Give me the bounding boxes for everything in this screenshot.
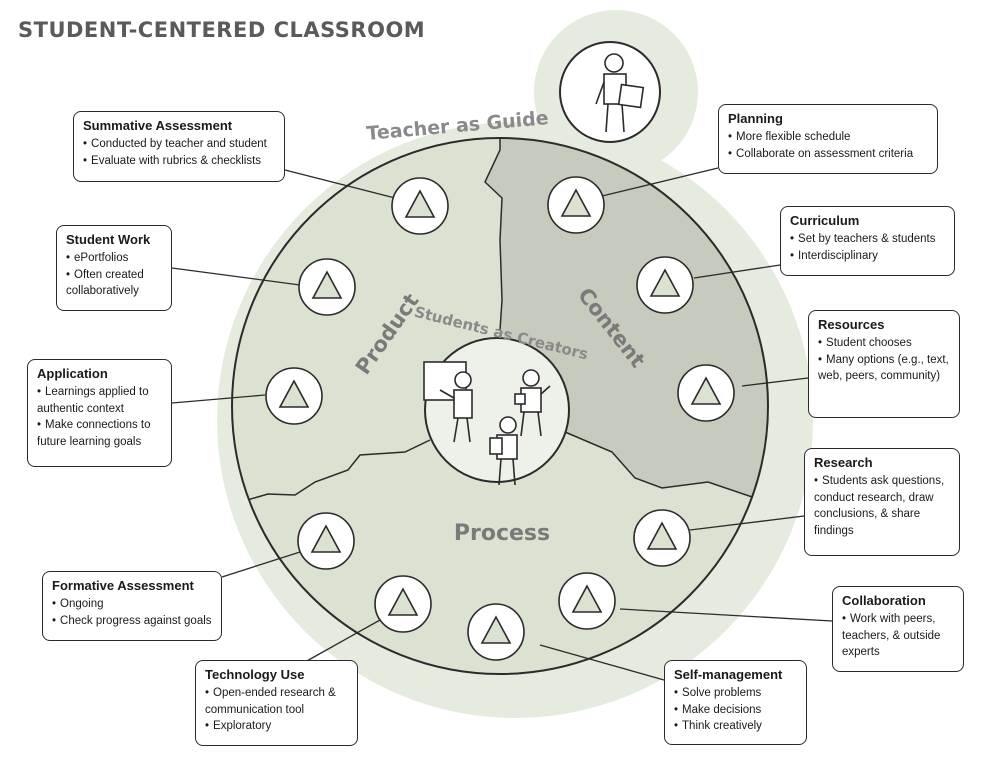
connector-application	[171, 394, 266, 404]
list-item: •Student chooses	[818, 337, 912, 349]
list-item: •Often created collaboratively	[66, 268, 144, 298]
process-label: Process	[454, 521, 550, 546]
list-item: •Work with peers, teachers, & outside ex…	[842, 613, 941, 658]
node-summative-triangle-icon	[391, 177, 449, 235]
list-item: •Make decisions	[674, 703, 762, 716]
node-resources-triangle-icon	[677, 364, 735, 422]
node-collaboration-triangle-icon	[558, 572, 616, 630]
box-heading: Summative Assessment	[83, 118, 233, 133]
box-heading: Student Work	[66, 232, 151, 247]
list-item: •Make connections to future learning goa…	[37, 419, 151, 448]
box-list: •Open-ended research & communication too…	[205, 685, 348, 735]
node-technology-triangle-icon	[374, 575, 432, 633]
list-item: •Conducted by teacher and student	[83, 138, 267, 150]
teacher-figure-icon	[595, 53, 645, 133]
student-figures-icon	[423, 361, 551, 486]
box-planning: Planning •More flexible schedule •Collab…	[718, 104, 938, 174]
box-list: •Set by teachers & students •Interdiscip…	[790, 231, 945, 264]
box-heading: Planning	[728, 111, 783, 126]
list-item: •Think creatively	[674, 720, 762, 732]
box-collaboration: Collaboration •Work with peers, teachers…	[832, 586, 964, 672]
node-self-management-triangle-icon	[467, 603, 525, 661]
box-list: •Students ask questions, conduct researc…	[814, 473, 950, 539]
inner-circle	[424, 337, 570, 483]
connector-formative	[221, 551, 301, 578]
box-formative-assessment: Formative Assessment •Ongoing •Check pro…	[42, 571, 222, 641]
box-heading: Technology Use	[205, 667, 305, 682]
product-process-divider	[232, 439, 431, 506]
box-heading: Resources	[818, 317, 885, 332]
connector-student-work	[171, 267, 301, 286]
box-summative-assessment: Summative Assessment •Conducted by teach…	[73, 111, 285, 182]
connector-collaboration	[619, 608, 833, 622]
box-list: •More flexible schedule •Collaborate on …	[728, 129, 928, 162]
connector-research	[689, 515, 805, 531]
box-student-work: Student Work •ePortfolios •Often created…	[56, 225, 172, 311]
box-heading: Curriculum	[790, 213, 860, 228]
page-title: STUDENT-CENTERED CLASSROOM	[18, 18, 426, 42]
list-item: •Interdisciplinary	[790, 249, 878, 262]
list-item: •Ongoing	[52, 598, 104, 610]
box-list: •Learnings applied to authentic context …	[37, 384, 162, 450]
box-list: •Work with peers, teachers, & outside ex…	[842, 611, 954, 661]
box-heading: Collaboration	[842, 593, 926, 608]
box-heading: Application	[37, 366, 108, 381]
node-research-triangle-icon	[633, 509, 691, 567]
box-curriculum: Curriculum •Set by teachers & students •…	[780, 206, 955, 276]
box-application: Application •Learnings applied to authen…	[27, 359, 172, 467]
list-item: •ePortfolios	[66, 252, 129, 264]
list-item: •Check progress against goals	[52, 614, 212, 627]
box-list: •Conducted by teacher and student •Evalu…	[83, 136, 275, 169]
box-heading: Self-management	[674, 667, 783, 682]
list-item: •More flexible schedule	[728, 131, 851, 143]
box-list: •Student chooses •Many options (e.g., te…	[818, 335, 950, 385]
box-research: Research •Students ask questions, conduc…	[804, 448, 960, 556]
list-item: •Collaborate on assessment criteria	[728, 147, 914, 160]
box-list: •Solve problems •Make decisions •Think c…	[674, 685, 797, 735]
node-formative-triangle-icon	[297, 512, 355, 570]
box-resources: Resources •Student chooses •Many options…	[808, 310, 960, 418]
content-product-divider	[484, 138, 503, 331]
box-list: •ePortfolios •Often created collaborativ…	[66, 250, 162, 300]
connector-curriculum	[693, 264, 781, 279]
node-planning-triangle-icon	[547, 176, 605, 234]
node-curriculum-triangle-icon	[636, 256, 694, 314]
connector-resources	[741, 377, 809, 387]
list-item: •Students ask questions, conduct researc…	[814, 475, 945, 537]
node-application-triangle-icon	[265, 367, 323, 425]
node-student-work-triangle-icon	[298, 258, 356, 316]
list-item: •Many options (e.g., text, web, peers, c…	[818, 353, 949, 383]
list-item: •Open-ended research & communication too…	[205, 687, 336, 716]
list-item: •Learnings applied to authentic context	[37, 386, 149, 415]
list-item: •Evaluate with rubrics & checklists	[83, 154, 262, 167]
list-item: •Set by teachers & students	[790, 233, 936, 245]
box-self-management: Self-management •Solve problems •Make de…	[664, 660, 807, 745]
box-technology-use: Technology Use •Open-ended research & co…	[195, 660, 358, 746]
box-heading: Research	[814, 455, 873, 470]
box-list: •Ongoing •Check progress against goals	[52, 596, 212, 629]
connector-self-management	[539, 644, 665, 681]
connector-summative	[284, 169, 396, 199]
main-circle-outline	[231, 137, 769, 675]
connector-technology	[304, 619, 381, 663]
connector-planning	[601, 167, 719, 197]
list-item: •Exploratory	[205, 720, 272, 732]
box-heading: Formative Assessment	[52, 578, 194, 593]
list-item: •Solve problems	[674, 687, 762, 699]
